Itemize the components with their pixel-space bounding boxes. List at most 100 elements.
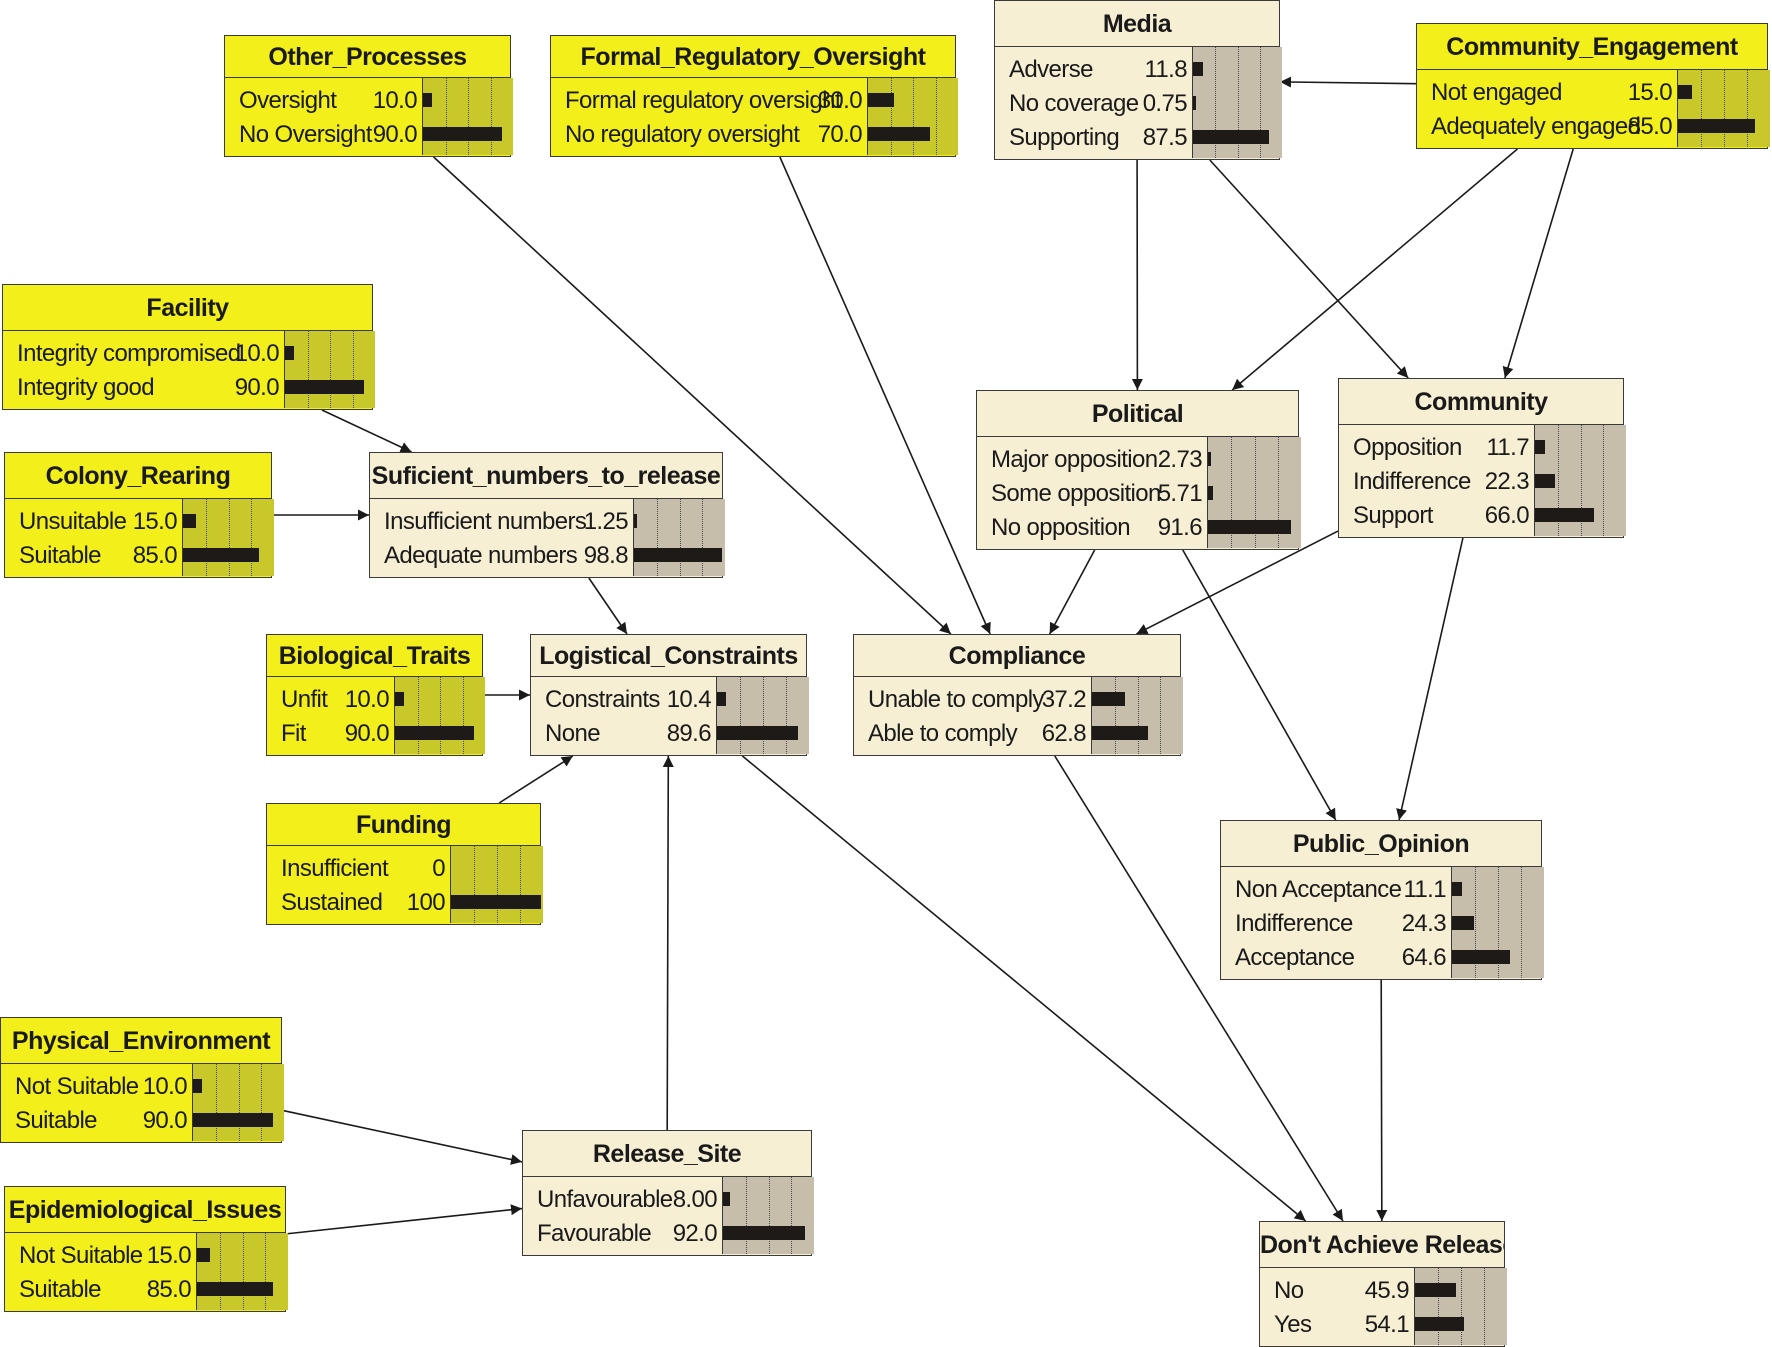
probability-bar: [183, 548, 259, 562]
state-label: Unable to comply: [868, 683, 1044, 717]
state-label: Suitable: [19, 1273, 101, 1307]
probability-bar: [868, 93, 894, 107]
edge-release-site-to-logistical-constraints: [667, 756, 668, 1130]
state-probability: 2.73: [1158, 443, 1202, 477]
state-label: Formal regulatory oversight: [565, 84, 841, 118]
state-label: Non Acceptance: [1235, 873, 1401, 907]
state-label: Major opposition: [991, 443, 1158, 477]
state-probability: 10.0: [143, 1070, 187, 1104]
node-title: Political: [977, 391, 1298, 437]
state-probability: 10.0: [235, 337, 279, 371]
node-title: Compliance: [854, 635, 1180, 677]
edge-physical-environment-to-release-site: [282, 1110, 522, 1162]
state-label: Indifference: [1235, 907, 1353, 941]
state-label: Able to comply: [868, 717, 1017, 751]
state-probability: 24.3: [1402, 907, 1446, 941]
state-label: Adequate numbers: [384, 539, 577, 573]
state-probability: 10.4: [667, 683, 711, 717]
edge-community-engagement-to-community: [1505, 149, 1573, 378]
probability-bar: [395, 726, 474, 740]
state-label: Unfit: [281, 683, 327, 717]
state-probability: 1.25: [584, 505, 628, 539]
node-title: Colony_Rearing: [5, 453, 271, 499]
probability-bar: [1208, 452, 1211, 466]
probability-bar: [451, 895, 541, 909]
state-label: Acceptance: [1235, 941, 1354, 975]
state-probability: 11.7: [1486, 431, 1529, 465]
state-probability: 8.00: [673, 1183, 717, 1217]
edge-media-to-community: [1210, 160, 1408, 378]
state-probability: 90.0: [143, 1104, 187, 1138]
probability-bar: [423, 127, 502, 141]
state-label: Oversight: [239, 84, 336, 118]
probability-bar: [1415, 1317, 1464, 1331]
node-title: Epidemiological_Issues: [5, 1187, 285, 1233]
node-title: Biological_Traits: [267, 635, 482, 677]
probability-bar: [717, 726, 798, 740]
state-label: No regulatory oversight: [565, 118, 799, 152]
state-label: Fit: [281, 717, 306, 751]
node-title: Community_Engagement: [1417, 24, 1767, 70]
edge-political-to-public-opinion: [1183, 550, 1336, 820]
probability-bar: [197, 1282, 273, 1296]
state-label: Not Suitable: [19, 1239, 143, 1273]
probability-bar: [1535, 440, 1545, 454]
node-title: Facility: [3, 285, 372, 331]
probability-bar: [395, 692, 404, 706]
edge-facility-to-sufficient-numbers: [322, 410, 412, 452]
node-title: Funding: [267, 804, 540, 846]
state-probability: 15.0: [1628, 76, 1672, 110]
state-probability: 91.6: [1158, 511, 1202, 545]
node-title: Formal_Regulatory_Oversight: [551, 36, 955, 78]
state-probability: 90.0: [373, 118, 417, 152]
state-probability: 30.0: [818, 84, 862, 118]
probability-bar: [1415, 1283, 1456, 1297]
probability-bar: [1452, 882, 1462, 896]
state-probability: 11.1: [1403, 873, 1446, 907]
node-title: Suficient_numbers_to_release: [370, 453, 722, 499]
probability-bar: [1452, 916, 1474, 930]
state-probability: 62.8: [1042, 717, 1086, 751]
probability-bar: [285, 380, 364, 394]
state-label: Insufficient numbers: [384, 505, 586, 539]
probability-bar: [423, 93, 432, 107]
state-label: Indifference: [1353, 465, 1471, 499]
state-probability: 87.5: [1143, 121, 1187, 155]
state-label: Not engaged: [1431, 76, 1562, 110]
state-label: Suitable: [15, 1104, 97, 1138]
